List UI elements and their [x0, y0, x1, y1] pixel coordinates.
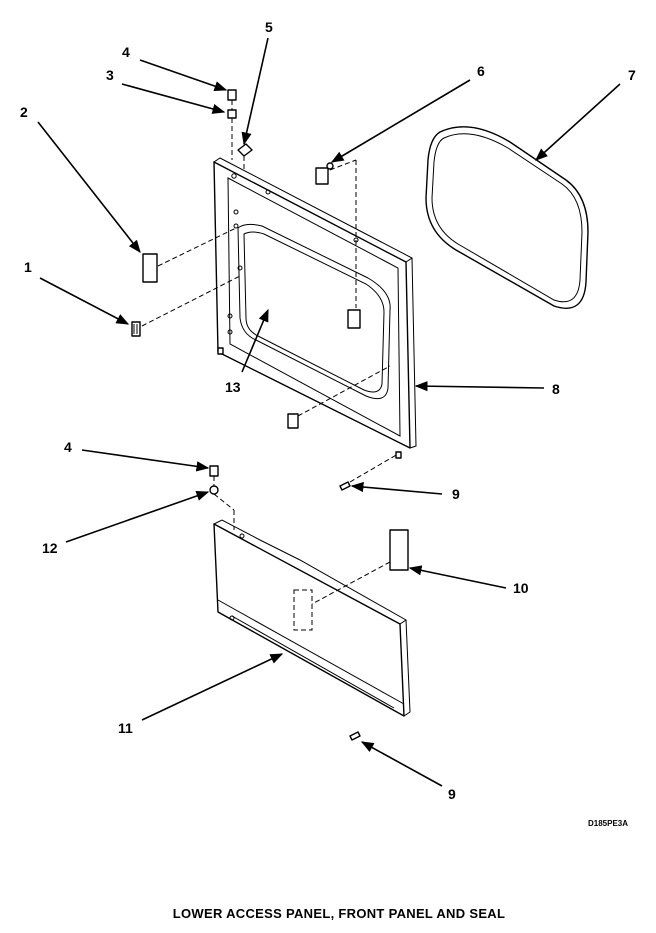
label-part-10: [389, 529, 409, 571]
callout-4-lower: 4: [64, 439, 72, 455]
pad-part: [347, 309, 361, 329]
callout-5: 5: [265, 19, 273, 35]
screw-part-9-lower: [349, 731, 361, 741]
diagram-title: LOWER ACCESS PANEL, FRONT PANEL AND SEAL: [173, 906, 505, 921]
latch-part: [287, 413, 299, 429]
callout-10: 10: [513, 580, 529, 596]
callout-7: 7: [628, 67, 636, 83]
callout-8: 8: [552, 381, 560, 397]
leader-lines: [37, 37, 621, 787]
callout-1: 1: [24, 259, 32, 275]
screw-lower: [209, 465, 219, 477]
lower-access-panel: [213, 519, 411, 717]
assembly-lines: [141, 100, 399, 605]
hinge-part-6: [315, 167, 329, 185]
screw-top: [227, 89, 237, 101]
callout-12: 12: [42, 540, 58, 556]
callout-labels: 1 2 3 4 5 6 7 8 9 10 11 12 13 4 9: [20, 19, 636, 802]
callout-2: 2: [20, 104, 28, 120]
label-part-2: [142, 253, 158, 283]
washer-part-12: [209, 485, 219, 495]
clip-part-1: [131, 321, 141, 337]
callout-6: 6: [477, 63, 485, 79]
bracket-part-5: [237, 143, 253, 157]
front-panel: [213, 157, 417, 459]
callout-11: 11: [118, 720, 133, 736]
callout-13: 13: [225, 379, 241, 395]
callout-9-lower: 9: [448, 786, 456, 802]
callout-4-top: 4: [122, 44, 130, 60]
drawing-code: D185PE3A: [588, 819, 628, 828]
door-seal: [425, 126, 589, 309]
callout-9-upper: 9: [452, 486, 460, 502]
screw-part-9-upper: [339, 481, 351, 491]
callout-3: 3: [106, 67, 114, 83]
washer-top: [227, 109, 237, 119]
